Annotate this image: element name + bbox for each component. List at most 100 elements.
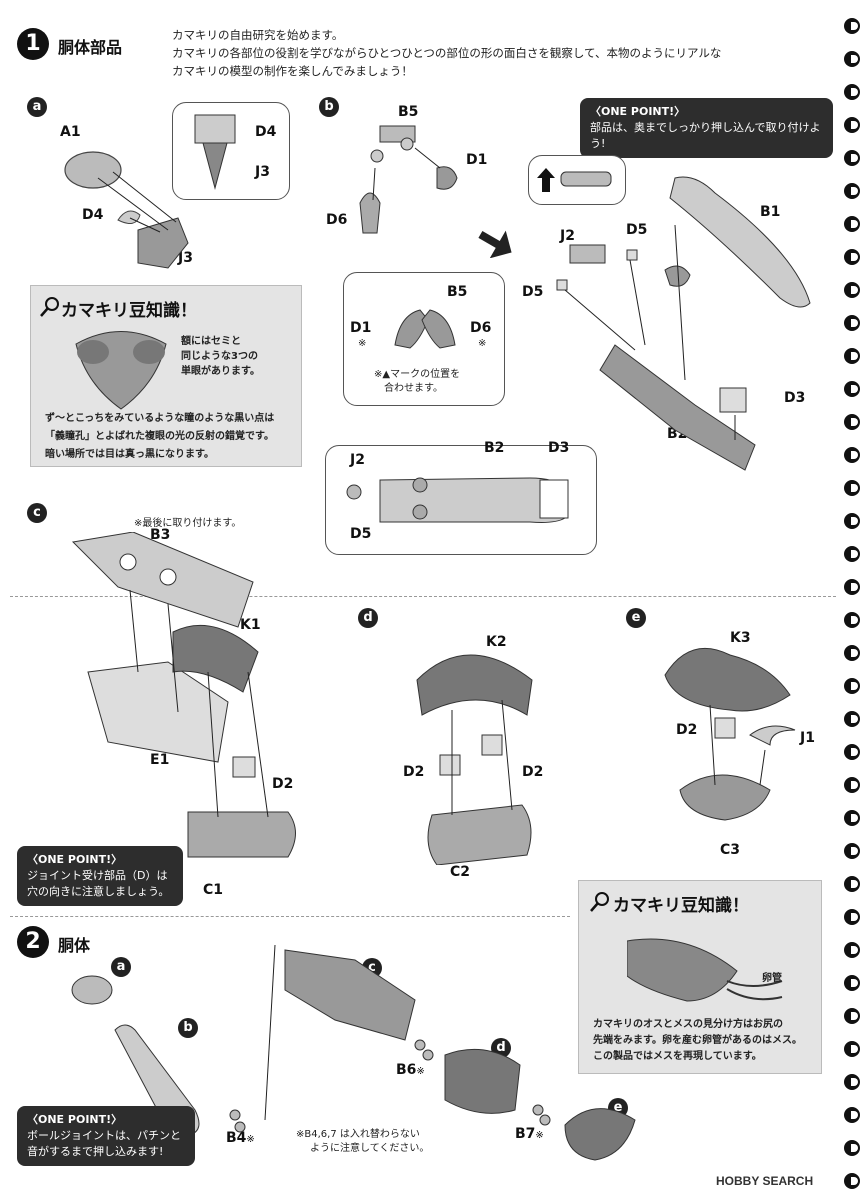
trivia-side-1: 額にはセミと 同じような3つの 単眼があります。: [181, 334, 260, 379]
trivia-title-1: カマキリ豆知識！: [61, 301, 197, 321]
binder-ring: [844, 612, 860, 628]
section-divider: [10, 916, 570, 917]
b2-assembly-illustration: [346, 477, 569, 523]
binder-ring: [844, 975, 860, 991]
intro-line: カマキリの各部位の役割を学びながらひとつひとつの部位の形の面白さを観察して、本物…: [172, 46, 722, 60]
onepoint-title: 〈ONE POINT!〉: [590, 105, 686, 118]
binder-ring: [844, 810, 860, 826]
trivia-body-line: この製品ではメスを再現しています。: [593, 1051, 762, 1062]
step-number-2: 2: [17, 926, 49, 958]
intro-line: カマキリの自由研究を始めます。: [172, 28, 344, 42]
kome-mark: ※: [416, 1066, 425, 1077]
label-j3-callout: J3: [255, 164, 270, 180]
label-d3: D3: [784, 390, 806, 406]
label-d2-d-left: D2: [403, 764, 425, 780]
label-d6: D6: [326, 212, 348, 228]
note-line: ※B4,6,7 は入れ替わらない: [296, 1129, 420, 1140]
binder-ring: [844, 1107, 860, 1123]
onepoint-body: 音がするまで押し込みます!: [27, 1145, 164, 1158]
parts-e-illustration: [664, 647, 796, 821]
step-title-1: 胴体部品: [58, 38, 123, 57]
label-j2-callout: J2: [350, 452, 365, 468]
label-d5-left: D5: [522, 284, 544, 300]
trivia-title-2: カマキリ豆知識！: [613, 896, 749, 916]
binder-ring: [844, 909, 860, 925]
binder-ring: [844, 711, 860, 727]
trivia-side-line: 同じような3つの: [181, 351, 258, 362]
label-k1: K1: [240, 617, 261, 633]
label-c1: C1: [203, 882, 224, 898]
binder-ring: [844, 1008, 860, 1024]
label-b3: B3: [150, 527, 171, 543]
binder-ring: [844, 414, 860, 430]
parts-c-illustration: [71, 532, 296, 858]
note-align: ※▲マークの位置を 合わせます。: [374, 368, 460, 396]
note-line: ※▲マークの位置を: [374, 369, 461, 380]
label-d2-e: D2: [676, 722, 698, 738]
onepoint-body: 部品は、奥までしっかり押し込んで取り付けよう!: [590, 121, 821, 150]
kome-mark-left: ※: [358, 338, 367, 349]
step2-sub-b: b: [178, 1018, 198, 1038]
label-d3-callout: D3: [548, 440, 570, 456]
label-d6-callout: D6: [470, 320, 492, 336]
sub-step-e: e: [626, 608, 646, 628]
sub-step-b: b: [319, 97, 339, 117]
label-c2: C2: [450, 864, 471, 880]
kome-mark: ※: [535, 1130, 544, 1141]
binder-ring: [844, 18, 860, 34]
sub-step-d: d: [358, 608, 378, 628]
binder-ring: [844, 843, 860, 859]
trivia-body-line: 先端をみます。卵を産む卵管があるのはメス。: [593, 1035, 802, 1046]
label-a1: A1: [60, 124, 81, 140]
binder-ring: [844, 447, 860, 463]
trivia-body-line: 暗い場所では目は真っ黒になります。: [45, 449, 214, 460]
parts-b-illustration: [359, 125, 458, 234]
label-b4-text: B4: [226, 1130, 247, 1146]
binder-ring: [844, 678, 860, 694]
trivia-body-line: 「義瞳孔」とよばれた複眼の光の反射の錯覚です。: [45, 431, 274, 442]
j2-orientation-illustration: [537, 168, 612, 192]
label-k3: K3: [730, 630, 751, 646]
onepoint-body: ジョイント受け部品（D）は: [27, 869, 168, 882]
label-d2-d-right: D2: [522, 764, 544, 780]
kome-mark-right: ※: [478, 338, 487, 349]
label-b6-text: B6: [396, 1062, 417, 1078]
kome-mark: ※: [246, 1134, 255, 1145]
binder-ring: [844, 777, 860, 793]
step-title-2: 胴体: [58, 936, 91, 955]
label-d5-callout: D5: [350, 526, 372, 542]
label-d4: D4: [82, 207, 104, 223]
binder-ring: [844, 513, 860, 529]
binder-ring: [844, 84, 860, 100]
onepoint-title: 〈ONE POINT!〉: [27, 853, 123, 866]
trivia-panel-1: カマキリ豆知識！ 額にはセミと 同じような3つの 単眼があります。 ず～とこっち…: [30, 285, 302, 467]
magnifier-icon: [590, 892, 609, 912]
binder-ring: [844, 183, 860, 199]
binder-ring: [844, 1140, 860, 1156]
trivia-body-line: カマキリのオスとメスの見分け方はお尻の: [593, 1019, 783, 1030]
label-b6: B6※: [396, 1062, 425, 1078]
binder-ring: [844, 546, 860, 562]
trivia-body-line: ず～とこっちをみているような瞳のような黒い点は: [45, 413, 275, 424]
label-d5-top: D5: [626, 222, 648, 238]
onepoint-top: 〈ONE POINT!〉 部品は、奥までしっかり押し込んで取り付けよう!: [580, 98, 833, 158]
label-j3: J3: [178, 250, 193, 266]
binder-ring: [844, 249, 860, 265]
note-last: ※最後に取り付けます。: [134, 518, 242, 529]
section-divider: [10, 596, 836, 597]
label-j2: J2: [560, 228, 575, 244]
binder-ring: [844, 117, 860, 133]
mantis-head-illustration: [75, 331, 167, 410]
label-b5: B5: [398, 104, 419, 120]
onepoint-body: 穴の向きに注意しましょう。: [27, 885, 170, 898]
label-b7-text: B7: [515, 1126, 536, 1142]
note-line: 合わせます。: [384, 383, 443, 394]
binder-ring: [844, 315, 860, 331]
watermark-logo: HOBBY SEARCH: [716, 1174, 814, 1188]
binder-ring: [844, 381, 860, 397]
label-b5-callout: B5: [447, 284, 468, 300]
intro-line: カマキリの模型の制作を楽しんでみましょう！: [172, 64, 413, 78]
label-b7: B7※: [515, 1126, 544, 1142]
label-d1: D1: [466, 152, 488, 168]
trivia-side-line: 単眼があります。: [181, 366, 260, 377]
